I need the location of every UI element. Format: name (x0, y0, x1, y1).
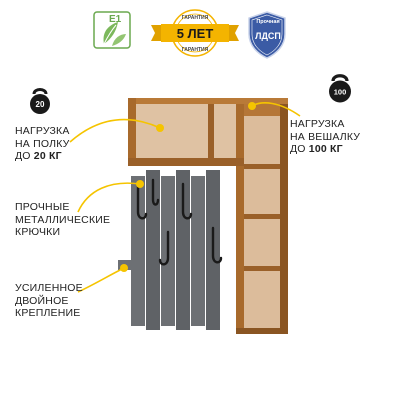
mount-label: УСИЛЕННОЕ ДВОЙНОЕ КРЕПЛЕНИЕ (15, 282, 125, 320)
warranty-main-text: 5 ЛЕТ (177, 26, 214, 41)
warranty-arc-bottom: ГАРАНТИЯ (182, 47, 209, 53)
hanger-load-line1: НАГРУЗКА (290, 118, 345, 130)
shield-icon (248, 11, 286, 59)
hanger-load-line2: НА ВЕШАЛКУ (290, 130, 361, 143)
hooks-line3: КРЮЧКИ (15, 226, 61, 238)
panel-slat-5 (191, 176, 205, 326)
kettlebell-100-value: 100 (334, 88, 347, 97)
shelf-load-value: 20 КГ (33, 150, 62, 162)
panel-slat-4 (176, 170, 190, 330)
callout-dots (120, 102, 256, 272)
hooks-label: ПРОЧНЫЕ МЕТАЛЛИЧЕСКИЕ КРЮЧКИ (15, 201, 125, 239)
hanger-load-value: 100 КГ (308, 143, 343, 155)
shelf-load-line2: НА ПОЛКУ (15, 137, 70, 150)
shield-label-top: Прочная (256, 19, 280, 25)
hooks-line2: МЕТАЛЛИЧЕСКИЕ (15, 213, 111, 226)
metal-hooks (136, 178, 223, 266)
shelf-load-line1: НАГРУЗКА (15, 125, 70, 137)
shelf-load-prefix: ДО (15, 150, 34, 162)
hanger-load-label: НАГРУЗКА НА ВЕШАЛКУ ДО 100 КГ (290, 118, 395, 156)
panel-slat-1 (131, 176, 145, 326)
kettlebell-100-icon: 100 (329, 74, 351, 103)
warranty-arc-top: ГАРАНТИЯ (182, 15, 209, 21)
right-column-left-side (236, 98, 244, 334)
warranty-badge: 5 ЛЕТ ГАРАНТИЯ ГАРАНТИЯ (151, 9, 239, 57)
mount-line3: КРЕПЛЕНИЕ (15, 307, 81, 319)
callout-lines (69, 102, 301, 293)
shield-label-main: ЛДСП (255, 31, 281, 41)
hanger-load-prefix: ДО (290, 143, 309, 155)
right-column-right-side (280, 98, 288, 334)
shelf-load-label: НАГРУЗКА НА ПОЛКУ ДО 20 КГ (15, 125, 115, 163)
e1-label: E1 (109, 14, 122, 25)
mount-line1: УСИЛЕННОЕ (15, 282, 83, 294)
mount-line2: ДВОЙНОЕ (15, 294, 69, 307)
kettlebell-20-icon: 20 (30, 88, 50, 114)
e1-eco-icon (93, 11, 131, 49)
panel-slat-2 (146, 170, 160, 330)
hooks-line1: ПРОЧНЫЕ (15, 201, 70, 213)
kettlebell-20-value: 20 (36, 100, 45, 109)
